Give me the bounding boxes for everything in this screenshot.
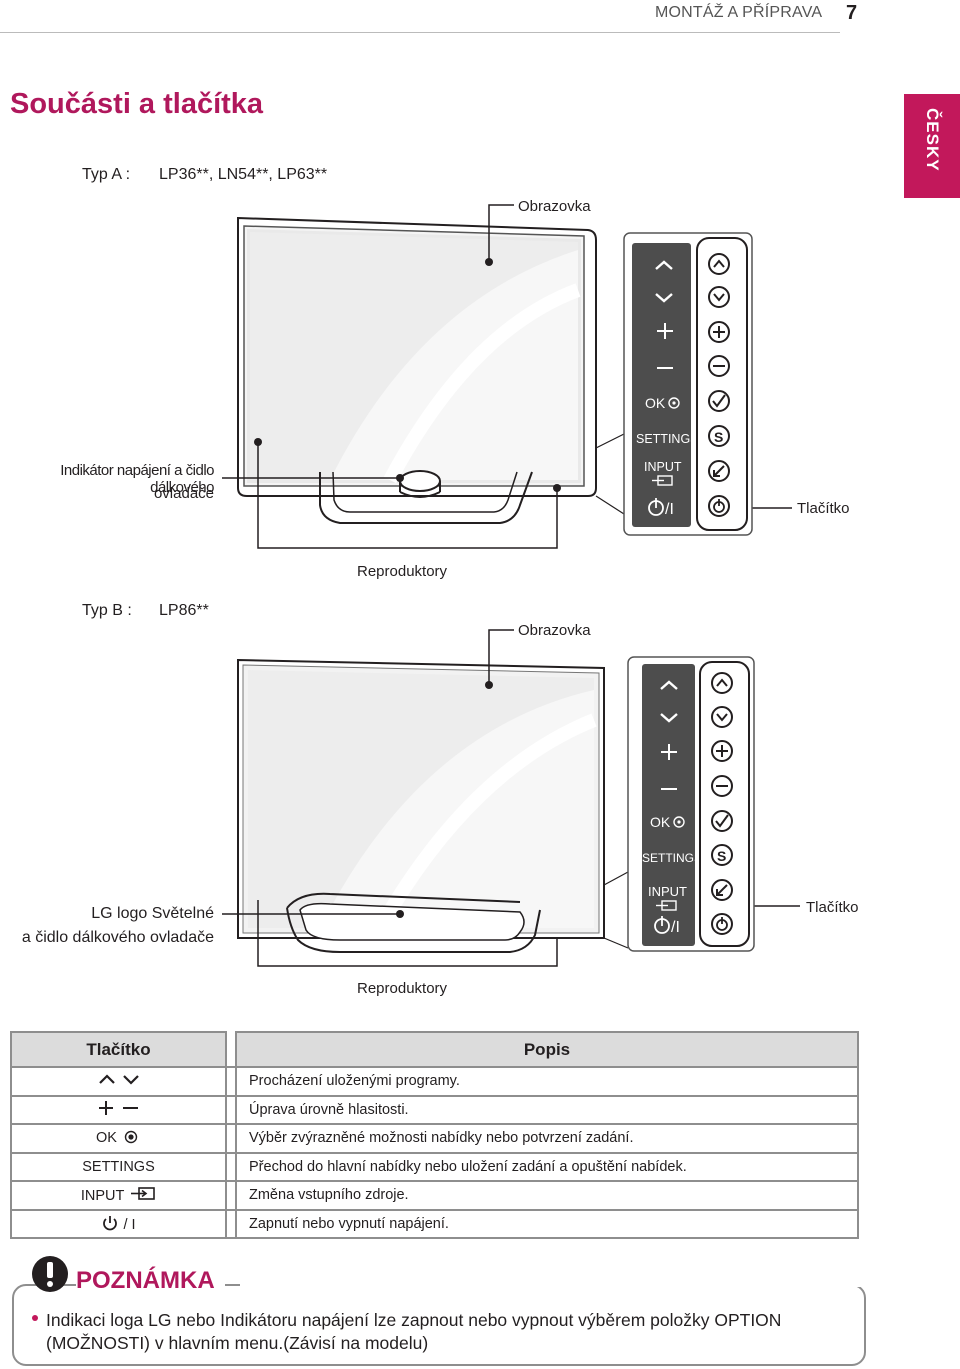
type-b-vol-down-button[interactable] [711,775,733,797]
language-tab-label: ČESKY [923,108,942,172]
type-a-vol-up-button[interactable] [708,321,730,343]
power-icon [103,1215,118,1231]
type-a-button-label: Tlačítko [797,500,850,517]
table-row: Úprava úrovně hlasitosti. [10,1094,859,1124]
plus-minus-icon [98,1100,138,1115]
type-a-buttons: S [708,253,730,517]
table-row: SETTINGS Přechod do hlavní nabídky nebo … [10,1151,859,1181]
table-key-cell: INPUT [10,1180,227,1210]
table-desc-cell: Úprava úrovně hlasitosti. [235,1094,859,1124]
table-desc-cell: Procházení uloženými programy. [235,1066,859,1096]
type-b-label: Typ B : [82,602,132,619]
table-key-settings: SETTINGS [82,1158,155,1175]
table-key-cell: / I [10,1208,227,1239]
page-number: 7 [846,2,858,24]
type-b-screen-label: Obrazovka [518,622,591,639]
exclamation-icon [32,1256,68,1292]
note-title-gap [240,1284,862,1287]
type-a-label-strip: OK SETTINGS INPUT /I [636,260,691,518]
table-desc-cell: Změna vstupního zdroje. [235,1180,859,1210]
type-a-settings-text: SETTINGS [636,432,691,446]
type-b-button-label: Tlačítko [806,899,859,916]
type-b-logo-label-1: LG logo Světelné [91,905,214,922]
type-a-screen-label: Obrazovka [518,198,591,215]
type-b-logo-label-2: a čidlo dálkového ovladače [21,929,214,946]
table-key-ok: OK [96,1130,117,1147]
table-header-row: Tlačítko Popis [10,1031,859,1067]
type-a-models: LP36**, LN54**, LP63** [159,166,328,183]
type-b-power-button[interactable] [711,913,733,935]
type-b-ch-down-button[interactable] [711,706,733,728]
table-row: OK Výběr zvýrazněné možnosti nabídky neb… [10,1123,859,1153]
table-key-input: INPUT [80,1187,125,1204]
page-title: Součásti a tlačítka [10,88,264,120]
table-header-button: Tlačítko [10,1031,227,1067]
table-desc-cell: Přechod do hlavní nabídky nebo uložení z… [235,1151,859,1181]
type-b-buttons: S [711,672,733,935]
type-a-speakers-label: Reproduktory [357,563,448,580]
table-key-cell [10,1066,227,1096]
type-b-speakers-label: Reproduktory [357,980,448,997]
table-key-cell: SETTINGS [10,1151,227,1181]
section-title: MONTÁŽ A PŘÍPRAVA [655,4,823,21]
type-b-models: LP86** [159,602,209,619]
chevron-up-down-icon [98,1074,139,1085]
type-a-indicator-label-2: ovladače [153,485,214,502]
table-desc-cell: Výběr zvýrazněné možnosti nabídky nebo p… [235,1123,859,1153]
type-a-settings-button[interactable]: S [708,425,730,447]
header-divider [0,32,840,33]
svg-text:S: S [714,429,723,445]
type-b-ok-text: OK [650,814,671,830]
svg-text:S: S [717,848,726,864]
type-b-settings-button[interactable]: S [711,844,733,866]
type-a-input-button[interactable] [708,460,730,482]
table-row: INPUT Změna vstupního zdroje. [10,1180,859,1210]
input-icon [131,1186,155,1200]
note-bullet [32,1315,38,1321]
type-a-input-text: INPUT [644,460,682,474]
note-text: Indikaci loga LG nebo Indikátoru napájen… [46,1310,782,1353]
type-b-vol-up-button[interactable] [711,740,733,762]
table-key-cell: OK [10,1123,227,1153]
type-b-power-text: /I [671,919,680,936]
language-tab[interactable]: ČESKY [904,94,960,198]
type-b-label-strip: OK SETTINGS INPUT /I [642,680,695,936]
table-desc-cell: Zapnutí nebo vypnutí napájení. [235,1208,859,1239]
type-b-settings-text: SETTINGS [642,851,695,865]
type-b-ch-up-button[interactable] [711,672,733,694]
table-row: / I Zapnutí nebo vypnutí napájení. [10,1208,859,1239]
table-header-description: Popis [235,1031,859,1067]
note-title: POZNÁMKA [76,1267,225,1295]
type-a-label: Typ A : [82,166,131,183]
type-b-ok-button[interactable] [711,810,733,832]
type-a-ok-button[interactable] [708,390,730,412]
type-a-vol-down-button[interactable] [708,355,730,377]
table-key-cell [10,1094,227,1124]
button-table: Tlačítko Popis Procházení uloženými prog… [10,1031,859,1239]
type-a-ch-up-button[interactable] [708,253,730,275]
type-b-input-button[interactable] [711,879,733,901]
type-b-input-text: INPUT [648,884,687,899]
ok-dot-icon [124,1131,138,1144]
type-a-ch-down-button[interactable] [708,286,730,308]
type-a-ok-text: OK [645,395,666,411]
type-a-power-button[interactable] [708,495,730,517]
table-key-power: / I [123,1216,136,1233]
type-a-indicator-label-1: Indikátor napájení a čidlo dálkového [60,462,214,496]
type-a-power-text: /I [665,501,674,518]
table-row: Procházení uloženými programy. [10,1066,859,1096]
